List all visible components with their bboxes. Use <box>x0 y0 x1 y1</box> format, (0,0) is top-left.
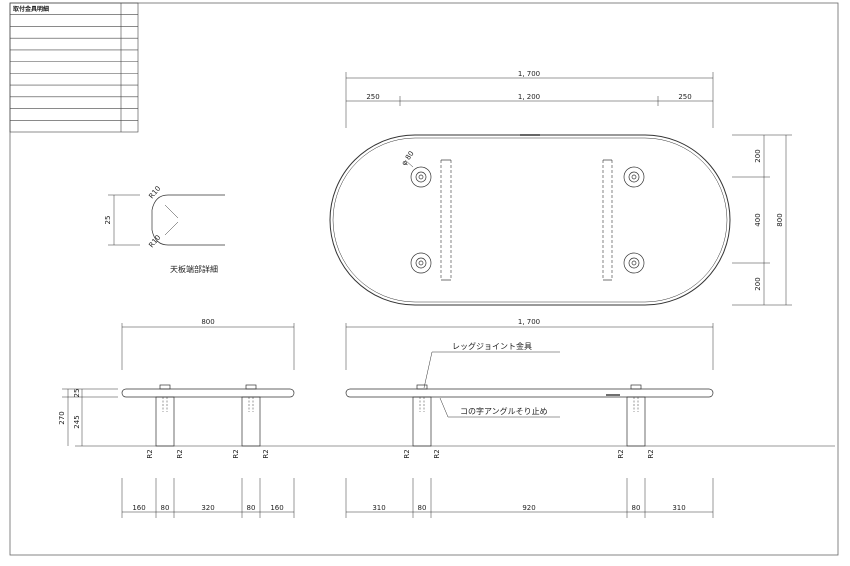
side-h-leg: 245 <box>73 415 81 428</box>
side-leg-r: R2 <box>176 449 184 458</box>
side-view <box>62 323 835 518</box>
front-width: 1, 700 <box>518 318 540 326</box>
side-leg-r: R2 <box>262 449 270 458</box>
plan-end-right: 250 <box>678 93 691 101</box>
front-leg-r: R2 <box>403 449 411 458</box>
side-h-top: 25 <box>73 389 81 398</box>
plan-overall-width: 1, 700 <box>518 70 540 78</box>
front-leg-r: R2 <box>617 449 625 458</box>
side-leg-r: R2 <box>232 449 240 458</box>
title-block-header: 取付金具明細 <box>13 5 49 13</box>
plan-dim-right-total: 800 <box>776 213 784 226</box>
side-leg-r: R2 <box>146 449 154 458</box>
plan-hole-dia: φ 80 <box>400 150 416 167</box>
front-bottom-1: 310 <box>372 504 385 512</box>
side-bottom-1: 160 <box>132 504 145 512</box>
front-leg-r: R2 <box>433 449 441 458</box>
edge-detail-caption: 天板端部詳細 <box>170 264 218 274</box>
callout-leg-joint: レッグジョイント金具 <box>452 341 532 351</box>
side-bottom-5: 160 <box>270 504 283 512</box>
side-bottom-2: 80 <box>161 504 170 512</box>
plan-center-span: 1, 200 <box>518 93 540 101</box>
front-bottom-4: 80 <box>632 504 641 512</box>
plan-dim-right-bottom: 200 <box>754 277 762 290</box>
front-bottom-3: 920 <box>522 504 535 512</box>
side-h-total: 270 <box>58 411 66 424</box>
plan-dim-right-top: 200 <box>754 149 762 162</box>
plan-view <box>329 72 792 306</box>
edge-thickness: 25 <box>104 216 112 225</box>
sheet-frame <box>9 2 839 556</box>
side-bottom-4: 80 <box>247 504 256 512</box>
title-block <box>9 2 139 133</box>
edge-detail <box>108 194 225 246</box>
edge-radius-bottom: R10 <box>147 234 162 250</box>
front-bottom-2: 80 <box>418 504 427 512</box>
front-view <box>345 323 714 518</box>
leg-plate-icons <box>410 166 645 274</box>
edge-radius-top: R10 <box>147 185 162 201</box>
plan-dim-right-mid: 400 <box>754 213 762 226</box>
front-bottom-5: 310 <box>672 504 685 512</box>
side-bottom-3: 320 <box>201 504 214 512</box>
side-width: 800 <box>201 318 214 326</box>
front-leg-r: R2 <box>647 449 655 458</box>
callout-angle-brace: コの字アングルそり止め <box>460 406 548 416</box>
plan-end-left: 250 <box>366 93 379 101</box>
